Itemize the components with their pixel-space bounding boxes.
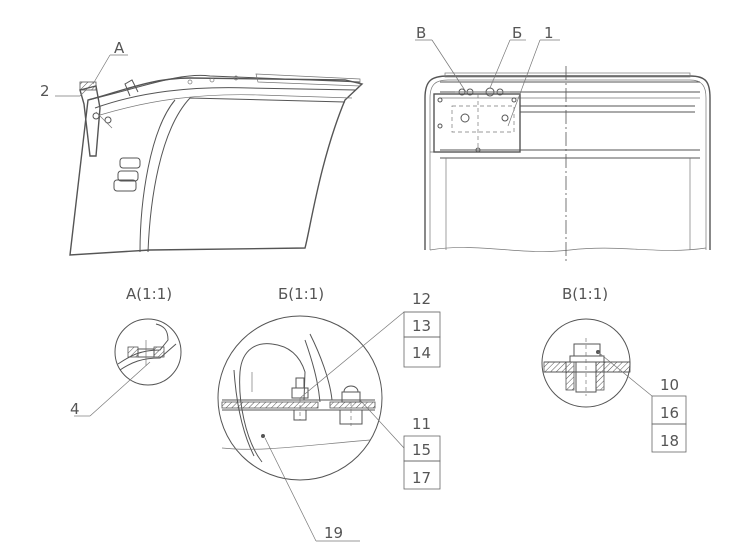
callout-12: 12	[412, 290, 431, 308]
detail-v	[541, 318, 631, 408]
detail-b	[217, 315, 383, 481]
callout-17: 17	[412, 469, 431, 487]
callout-19: 19	[324, 524, 343, 542]
callout-14: 14	[412, 344, 431, 362]
callout-15: 15	[412, 441, 431, 459]
detail-a	[114, 318, 182, 386]
callout-4: 4	[70, 400, 80, 418]
callout-10: 10	[660, 376, 679, 394]
callout-table-b	[403, 311, 441, 490]
callout-16: 16	[660, 404, 679, 422]
view-v-title: В(1:1)	[562, 285, 608, 303]
callout-view-b: Б	[512, 24, 522, 42]
view-b-title: Б(1:1)	[278, 285, 324, 303]
callout-13: 13	[412, 317, 431, 335]
callout-18: 18	[660, 432, 679, 450]
callout-1: 1	[544, 24, 554, 42]
callout-11: 11	[412, 415, 431, 433]
side-view	[69, 73, 364, 256]
callout-table-v	[651, 395, 687, 453]
callout-view-v: В	[416, 24, 426, 42]
view-a-title: А(1:1)	[126, 285, 172, 303]
front-view	[424, 66, 711, 262]
callout-view-a: А	[114, 39, 125, 57]
callout-2: 2	[40, 82, 50, 100]
